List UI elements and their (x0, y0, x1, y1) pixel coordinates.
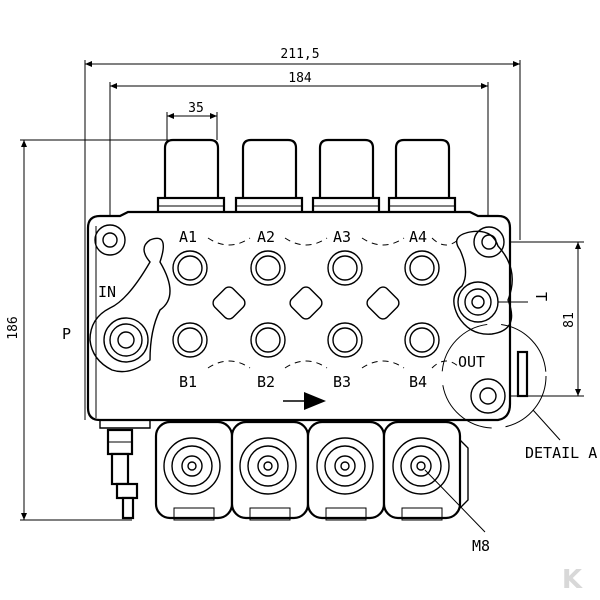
dim-body-width-label: 184 (288, 71, 312, 86)
watermark-glyph: K (562, 565, 583, 595)
label-port-b2: B2 (257, 373, 275, 391)
diamond-boss-2 (289, 286, 323, 320)
work-port-b4 (404, 322, 440, 358)
work-port-b2 (250, 322, 286, 358)
work-port-a2 (250, 250, 286, 286)
dimension-cap-width: 35 (166, 101, 218, 140)
dim-cap-width-label: 35 (188, 101, 204, 116)
spool-cap-3 (311, 138, 381, 216)
label-pressure-port: P (62, 325, 71, 343)
dim-port-spacing-label: 81 (562, 312, 577, 328)
detail-a-circle (441, 323, 547, 429)
label-port-a4: A4 (409, 228, 427, 246)
label-port-b1: B1 (179, 373, 197, 391)
arc-decoration-upper (207, 237, 461, 246)
label-thread-m8: M8 (472, 537, 490, 555)
work-port-b1 (172, 322, 208, 358)
dimension-overall-height: 186 (6, 139, 170, 521)
handle-cap-1 (154, 420, 234, 521)
watermark-logo: K (562, 565, 583, 595)
label-port-a1: A1 (179, 228, 197, 246)
mount-hole-top-right (473, 226, 505, 258)
dimension-body-width: 184 (109, 71, 489, 220)
work-port-a4 (404, 250, 440, 286)
handle-cap-3 (306, 420, 386, 521)
diamond-boss-1 (212, 286, 246, 320)
label-port-a3: A3 (333, 228, 351, 246)
label-detail-a: DETAIL A (525, 444, 597, 462)
work-port-b3 (327, 322, 363, 358)
handle-cap-2 (230, 420, 310, 521)
outlet-port (470, 350, 529, 414)
label-port-b3: B3 (333, 373, 351, 391)
spool-cap-4 (387, 138, 457, 216)
spool-cap-2 (234, 138, 304, 216)
dim-overall-width-label: 211,5 (280, 47, 319, 62)
label-port-b4: B4 (409, 373, 427, 391)
label-inlet: IN (98, 283, 116, 301)
valve-body-outline (86, 210, 512, 422)
outlet-boss (453, 230, 513, 335)
flow-direction-arrow (283, 392, 326, 410)
inlet-port (103, 317, 149, 363)
diamond-boss-3 (366, 286, 400, 320)
tank-port (457, 281, 528, 323)
work-port-a1 (172, 250, 208, 286)
arc-decoration-lower (207, 360, 461, 369)
mount-hole-top-left (94, 224, 126, 256)
side-fitting (106, 428, 139, 520)
work-port-a3 (327, 250, 363, 286)
label-outlet: OUT (458, 353, 485, 371)
spool-cap-1 (156, 138, 226, 216)
inlet-boss (89, 237, 171, 373)
handle-cap-4 (382, 420, 462, 521)
dimension-overall-width: 211,5 (84, 47, 521, 420)
label-tank-port: T (532, 292, 550, 301)
dim-overall-height-label: 186 (6, 316, 21, 339)
label-port-a2: A2 (257, 228, 275, 246)
